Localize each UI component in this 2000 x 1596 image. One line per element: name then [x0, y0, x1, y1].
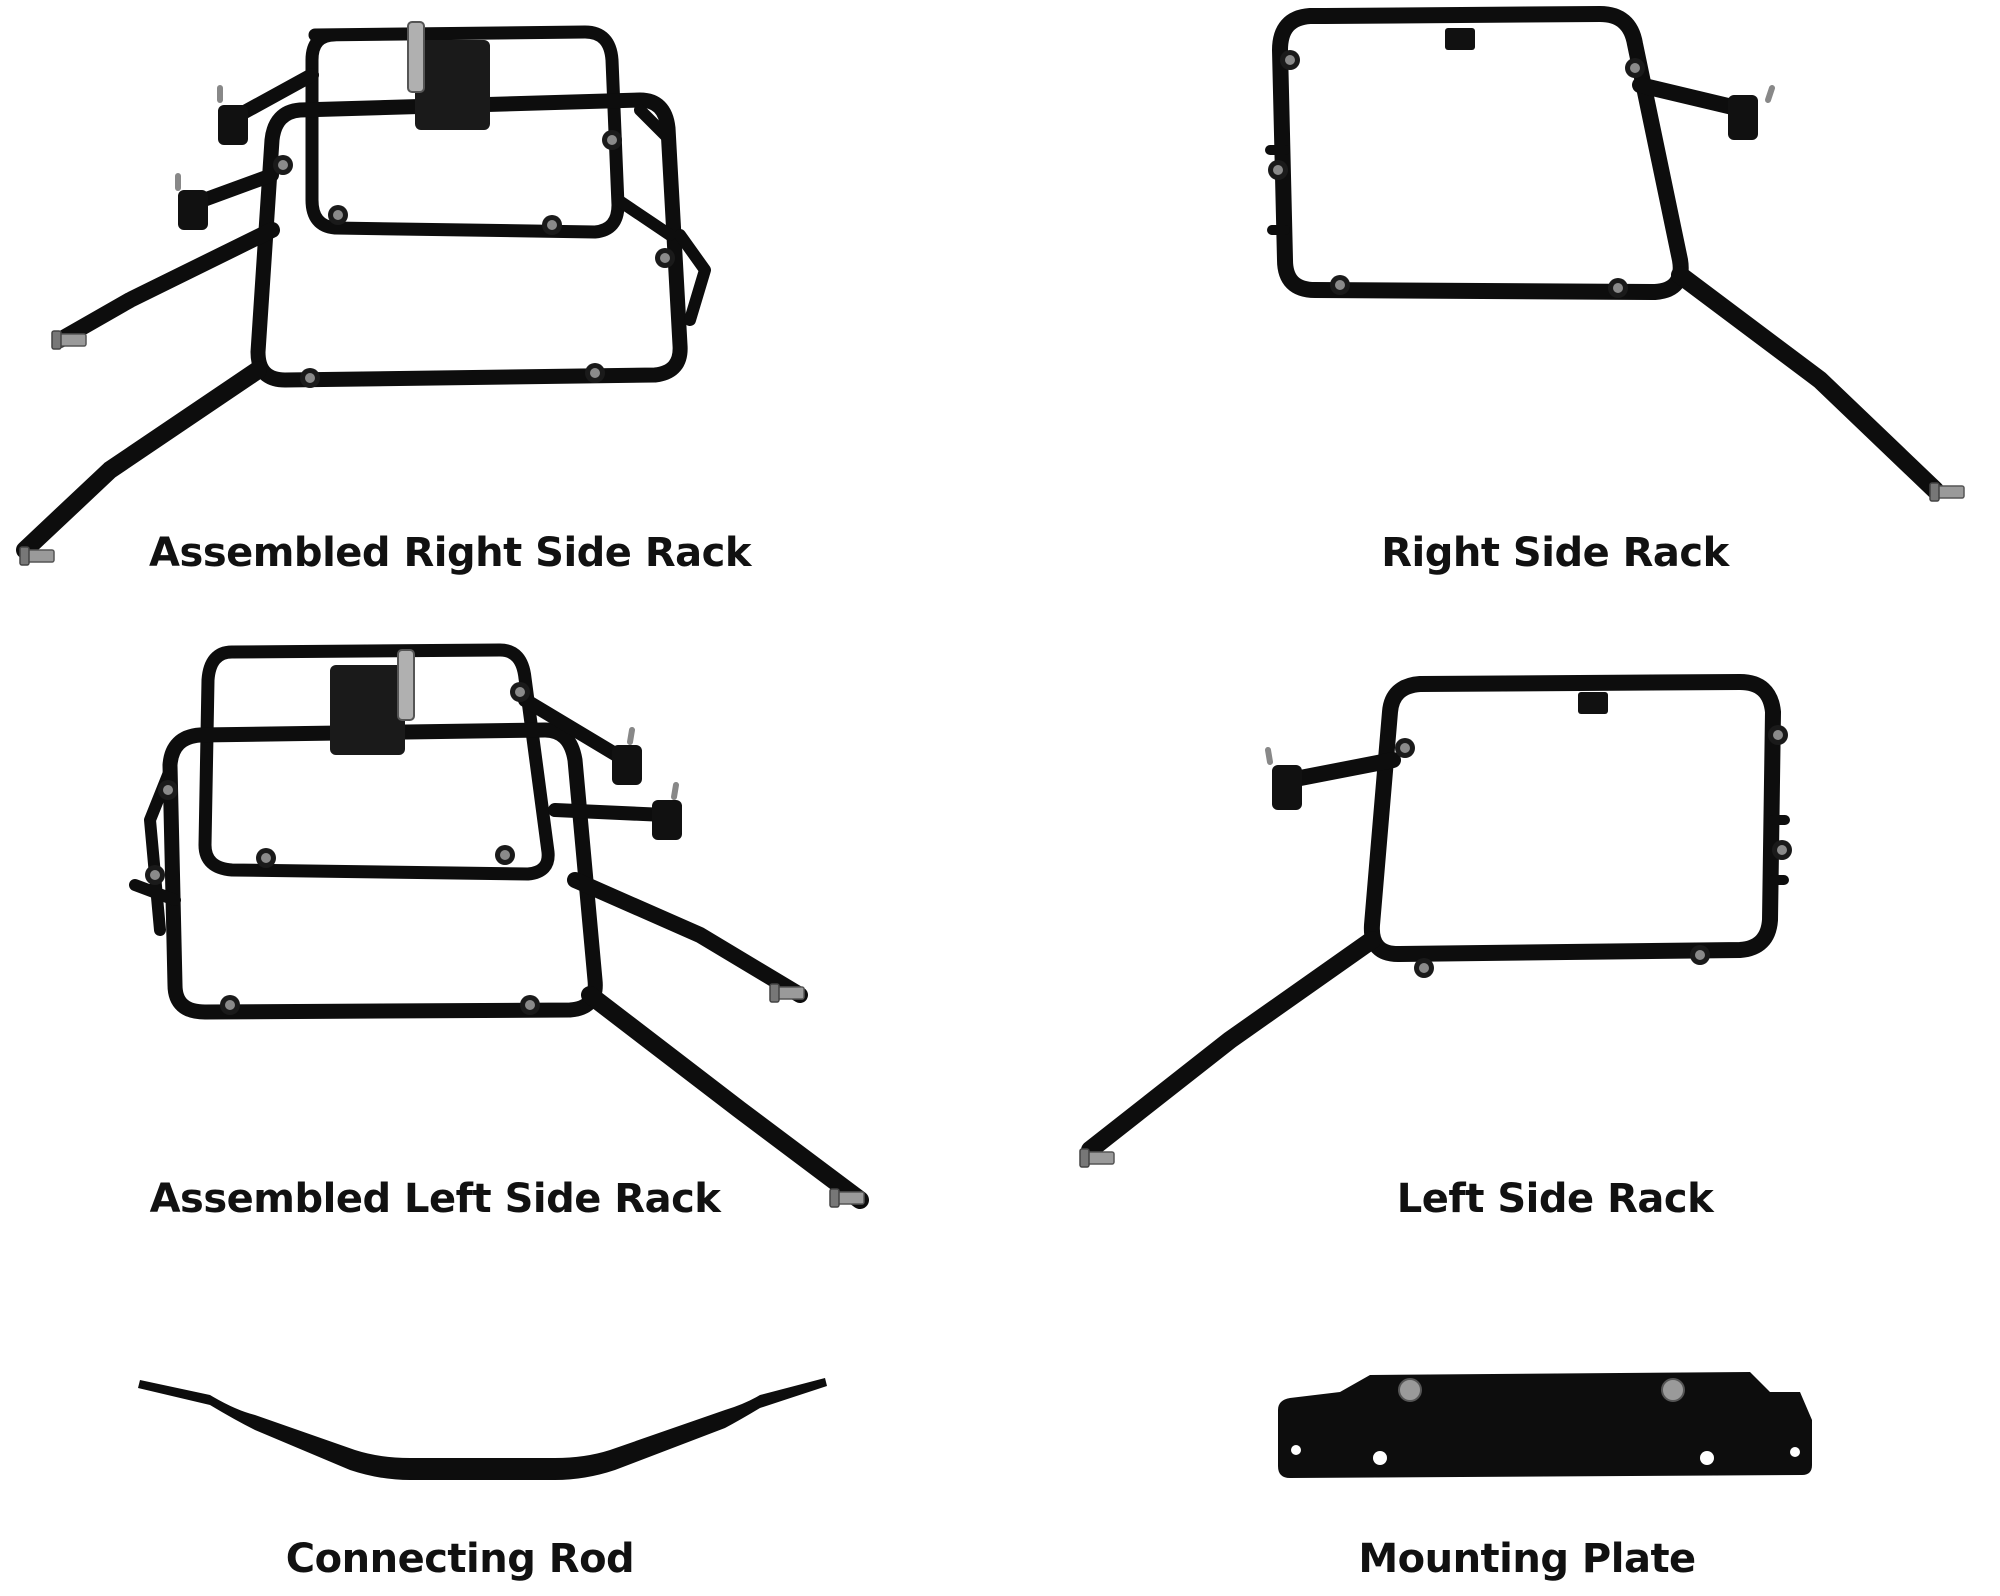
assembled-right-side-rack-label: Assembled Right Side Rack: [149, 530, 751, 576]
right-side-rack-hardware: [1268, 50, 1965, 502]
assembled-left-side-rack-label: Assembled Left Side Rack: [149, 1176, 721, 1222]
assembled-right-side-rack-image: [16, 21, 711, 559]
mounting-plate-image: [1278, 1372, 1812, 1478]
connecting-rod-label: Connecting Rod: [285, 1536, 635, 1582]
connecting-rod-image: [138, 1378, 827, 1480]
mounting-plate-label: Mounting Plate: [1358, 1536, 1696, 1582]
assembled-right-side-rack-hardware: [19, 130, 675, 566]
left-side-rack-label: Left Side Rack: [1396, 1176, 1714, 1222]
assembled-left-side-rack-image: [129, 643, 869, 1209]
right-side-rack-label: Right Side Rack: [1381, 530, 1729, 576]
right-side-rack-image: [1265, 6, 1944, 499]
left-side-rack-image: [1081, 674, 1790, 1159]
